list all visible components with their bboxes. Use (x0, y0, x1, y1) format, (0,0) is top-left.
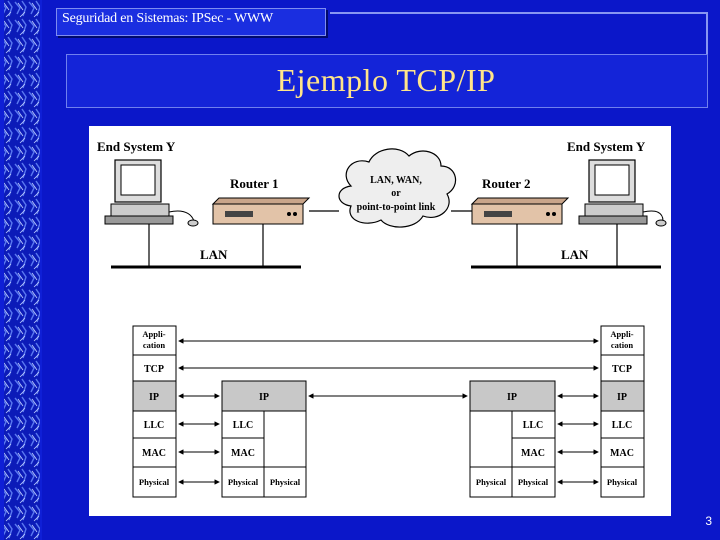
course-title: Seguridad en Sistemas: IPSec - WWW (62, 11, 274, 26)
stack-end-right (600, 325, 645, 498)
router2-phy2: Physical (518, 477, 549, 487)
network-cloud-icon (338, 148, 457, 228)
end-left-app1: Appli- (142, 329, 165, 339)
end-left-llc: LLC (144, 420, 165, 431)
lan-right-label: LAN (561, 247, 589, 262)
router2-llc: LLC (523, 420, 544, 431)
router1-phy1: Physical (228, 477, 259, 487)
stack-end-left (132, 325, 177, 498)
diagram-panel: End System Y End System Y Router 1 (89, 126, 671, 516)
cloud-line3: point-to-point link (357, 202, 436, 213)
end-left-phy: Physical (139, 477, 170, 487)
computer-right-icon (578, 159, 667, 227)
router1-llc: LLC (233, 420, 254, 431)
page-number: 3 (705, 514, 712, 528)
router2-phy1: Physical (476, 477, 507, 487)
router1-phy2: Physical (270, 477, 301, 487)
decorative-pattern-strip (0, 0, 42, 540)
router1-mac: MAC (231, 448, 255, 459)
peer-arrows (178, 338, 599, 485)
title-frame-line (330, 12, 708, 54)
end-right-ip: IP (617, 392, 627, 403)
end-right-phy: Physical (607, 477, 638, 487)
end-system-left-label: End System Y (97, 139, 176, 154)
end-system-right-label: End System Y (567, 139, 646, 154)
slide-title: Ejemplo TCP/IP (276, 62, 496, 98)
computer-left-icon (104, 159, 199, 227)
router1-icon (211, 197, 311, 225)
lan-left-label: LAN (200, 247, 228, 262)
end-left-ip: IP (149, 392, 159, 403)
end-left-tcp: TCP (144, 364, 164, 375)
end-right-mac: MAC (610, 448, 634, 459)
title-bar (66, 54, 708, 108)
router2-mac: MAC (521, 448, 545, 459)
end-right-app2: cation (611, 340, 633, 350)
end-right-app1: Appli- (610, 329, 633, 339)
stack-router1 (221, 380, 307, 498)
stack-router2 (469, 380, 556, 498)
router1-label: Router 1 (230, 176, 279, 191)
end-right-llc: LLC (612, 420, 633, 431)
router2-label: Router 2 (482, 176, 531, 191)
header-box (56, 8, 326, 36)
cloud-line1: LAN, WAN, (370, 175, 422, 186)
router2-icon (470, 197, 570, 225)
router2-ip: IP (507, 392, 517, 403)
cloud-line2: or (391, 188, 401, 199)
end-right-tcp: TCP (612, 364, 632, 375)
router1-ip: IP (259, 392, 269, 403)
end-left-app2: cation (143, 340, 165, 350)
end-left-mac: MAC (142, 448, 166, 459)
